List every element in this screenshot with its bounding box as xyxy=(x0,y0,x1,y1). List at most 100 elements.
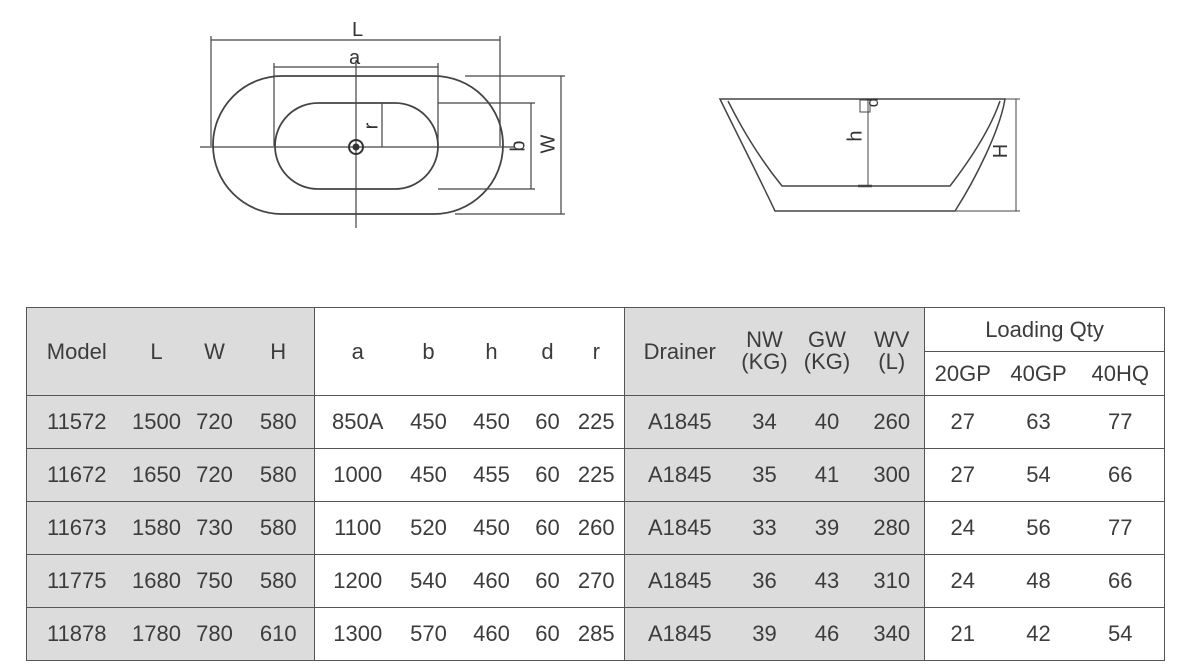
dimension-label-h: h xyxy=(844,130,867,142)
cell-L: 1680 xyxy=(126,554,187,608)
cell-W: 720 xyxy=(186,395,243,449)
cell-gw: 39 xyxy=(794,501,860,555)
header-nw: NW(KG) xyxy=(734,307,795,396)
cell-L: 1500 xyxy=(126,395,187,449)
dimension-label-W: W xyxy=(537,134,560,154)
header-a: a xyxy=(314,307,401,396)
header-model: Model xyxy=(26,307,127,396)
cell-h: 460 xyxy=(456,554,527,608)
cell-d: 60 xyxy=(526,501,569,555)
dimension-label-r: r xyxy=(360,122,383,130)
cell-r: 285 xyxy=(568,607,625,661)
cell-40gp: 63 xyxy=(1000,395,1077,449)
cell-H: 580 xyxy=(242,554,315,608)
cell-d: 60 xyxy=(526,554,569,608)
cell-gw: 43 xyxy=(794,554,860,608)
header-gw: GW(KG) xyxy=(794,307,860,396)
cell-40hq: 66 xyxy=(1076,554,1165,608)
cell-40hq: 77 xyxy=(1076,395,1165,449)
dimension-label-b: b xyxy=(507,140,530,152)
cell-drainer: A1845 xyxy=(624,554,735,608)
cell-gw: 40 xyxy=(794,395,860,449)
dimension-label-a: a xyxy=(349,47,361,69)
cell-h: 460 xyxy=(456,607,527,661)
table-subheader-row: 20GP 40GP 40HQ xyxy=(27,351,1165,396)
cell-h: 450 xyxy=(456,395,527,449)
table-row: 11775 1680 750 580 1200 540 460 60 270 A… xyxy=(26,554,1165,608)
cell-b: 450 xyxy=(400,395,457,449)
dimension-label-L: L xyxy=(352,19,364,41)
header-d: d xyxy=(541,338,554,364)
cell-model: 11672 xyxy=(26,448,127,502)
header-h: h xyxy=(485,338,498,364)
cell-wv: 300 xyxy=(859,448,925,502)
cell-a: 1200 xyxy=(314,554,401,608)
cell-40gp: 54 xyxy=(1000,448,1077,502)
cell-nw: 35 xyxy=(734,448,795,502)
cell-a: 1100 xyxy=(314,501,401,555)
table-row: 11672 1650 720 580 1000 450 455 60 225 A… xyxy=(26,448,1165,502)
cell-b: 450 xyxy=(400,448,457,502)
cell-gw: 41 xyxy=(794,448,860,502)
cell-nw: 36 xyxy=(734,554,795,608)
cell-W: 730 xyxy=(186,501,243,555)
cell-gw: 46 xyxy=(794,607,860,661)
cell-nw: 39 xyxy=(734,607,795,661)
cell-drainer: A1845 xyxy=(624,395,735,449)
cell-model: 11572 xyxy=(26,395,127,449)
header-20gp: 20GP xyxy=(924,351,1001,396)
header-H: H xyxy=(242,307,315,396)
cell-H: 610 xyxy=(242,607,315,661)
cell-b: 570 xyxy=(400,607,457,661)
cell-W: 720 xyxy=(186,448,243,502)
cell-a: 850A xyxy=(314,395,401,449)
header-b: b xyxy=(422,338,435,364)
specification-table: Model L W H a b h d r Drainer NW(KG) GW(… xyxy=(26,307,1166,661)
cell-wv: 280 xyxy=(859,501,925,555)
bathtub-top-view-diagram xyxy=(200,36,1020,228)
cell-wv: 340 xyxy=(859,607,925,661)
cell-H: 580 xyxy=(242,395,315,449)
cell-L: 1650 xyxy=(126,448,187,502)
cell-model: 11775 xyxy=(26,554,127,608)
cell-nw: 34 xyxy=(734,395,795,449)
cell-d: 60 xyxy=(526,607,569,661)
cell-20gp: 21 xyxy=(924,607,1001,661)
cell-H: 580 xyxy=(242,448,315,502)
cell-a: 1300 xyxy=(314,607,401,661)
cell-40gp: 56 xyxy=(1000,501,1077,555)
cell-40hq: 77 xyxy=(1076,501,1165,555)
cell-b: 520 xyxy=(400,501,457,555)
cell-r: 260 xyxy=(568,501,625,555)
cell-r: 225 xyxy=(568,448,625,502)
header-r: r xyxy=(592,338,600,364)
header-40gp: 40GP xyxy=(1000,351,1077,396)
cell-model: 11673 xyxy=(26,501,127,555)
cell-L: 1780 xyxy=(126,607,187,661)
cell-a: 1000 xyxy=(314,448,401,502)
cell-r: 225 xyxy=(568,395,625,449)
cell-40hq: 66 xyxy=(1076,448,1165,502)
cell-20gp: 27 xyxy=(924,395,1001,449)
table-row: 11673 1580 730 580 1100 520 450 60 260 A… xyxy=(26,501,1165,555)
cell-20gp: 24 xyxy=(924,501,1001,555)
cell-r: 270 xyxy=(568,554,625,608)
cell-model: 11878 xyxy=(26,607,127,661)
header-wv: WV(L) xyxy=(859,307,925,396)
header-drainer: Drainer xyxy=(624,307,735,396)
cell-20gp: 27 xyxy=(924,448,1001,502)
header-loading-qty: Loading Qty xyxy=(923,307,1165,352)
header-W: W xyxy=(186,307,243,396)
cell-h: 455 xyxy=(456,448,527,502)
header-L: L xyxy=(126,307,187,396)
cell-d: 60 xyxy=(526,395,569,449)
cell-h: 450 xyxy=(456,501,527,555)
cell-W: 780 xyxy=(186,607,243,661)
cell-drainer: A1845 xyxy=(624,607,735,661)
dimension-label-d: d xyxy=(863,97,883,108)
table-row: 11572 1500 720 580 850A 450 450 60 225 A… xyxy=(26,395,1165,449)
cell-W: 750 xyxy=(186,554,243,608)
dimension-label-H: H xyxy=(990,143,1013,159)
cell-wv: 260 xyxy=(859,395,925,449)
cell-20gp: 24 xyxy=(924,554,1001,608)
